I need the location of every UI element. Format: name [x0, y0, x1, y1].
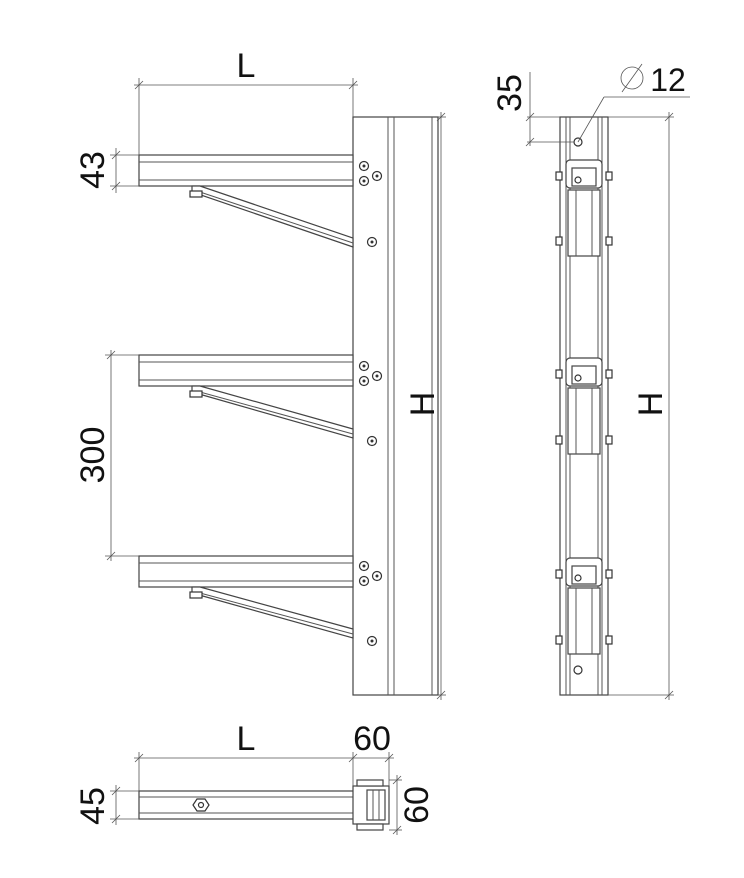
top-arm	[138, 790, 362, 820]
offset-label: 35	[491, 74, 529, 112]
dimension-length-top	[134, 752, 394, 791]
dimension-hole-diameter	[577, 63, 690, 143]
side-bracket-2	[555, 357, 613, 455]
dimension-offset	[525, 72, 574, 147]
spacing-label: 300	[74, 427, 112, 484]
dimension-spacing	[105, 350, 139, 561]
flange-label: 43	[74, 151, 112, 189]
side-bracket-1	[555, 159, 613, 257]
front-post-bolts	[358, 160, 383, 647]
dimension-height-side	[608, 112, 674, 700]
front-view: L 43 300 H	[74, 47, 446, 700]
dimension-arm-width	[110, 785, 139, 825]
top-view: L 60 45 60	[74, 720, 436, 835]
side-bracket-3	[555, 557, 613, 675]
front-arm-1	[138, 154, 354, 248]
front-post	[352, 116, 439, 696]
hole-label: 12	[650, 62, 686, 98]
dimension-height-front	[436, 112, 446, 700]
dimension-flange	[110, 148, 139, 193]
front-arm-3	[138, 555, 354, 639]
front-height-label: H	[404, 392, 442, 417]
dimension-length-front	[134, 78, 358, 155]
front-arm-2	[138, 354, 354, 439]
arm-width-label: 45	[74, 787, 112, 825]
post-width-label: 60	[353, 720, 391, 758]
side-height-label: H	[632, 392, 670, 417]
post-depth-label: 60	[398, 786, 436, 824]
side-view: 35 12 H	[491, 62, 690, 700]
top-length-label: L	[237, 720, 256, 758]
front-length-label: L	[237, 47, 256, 85]
dimension-post-depth	[389, 775, 402, 835]
